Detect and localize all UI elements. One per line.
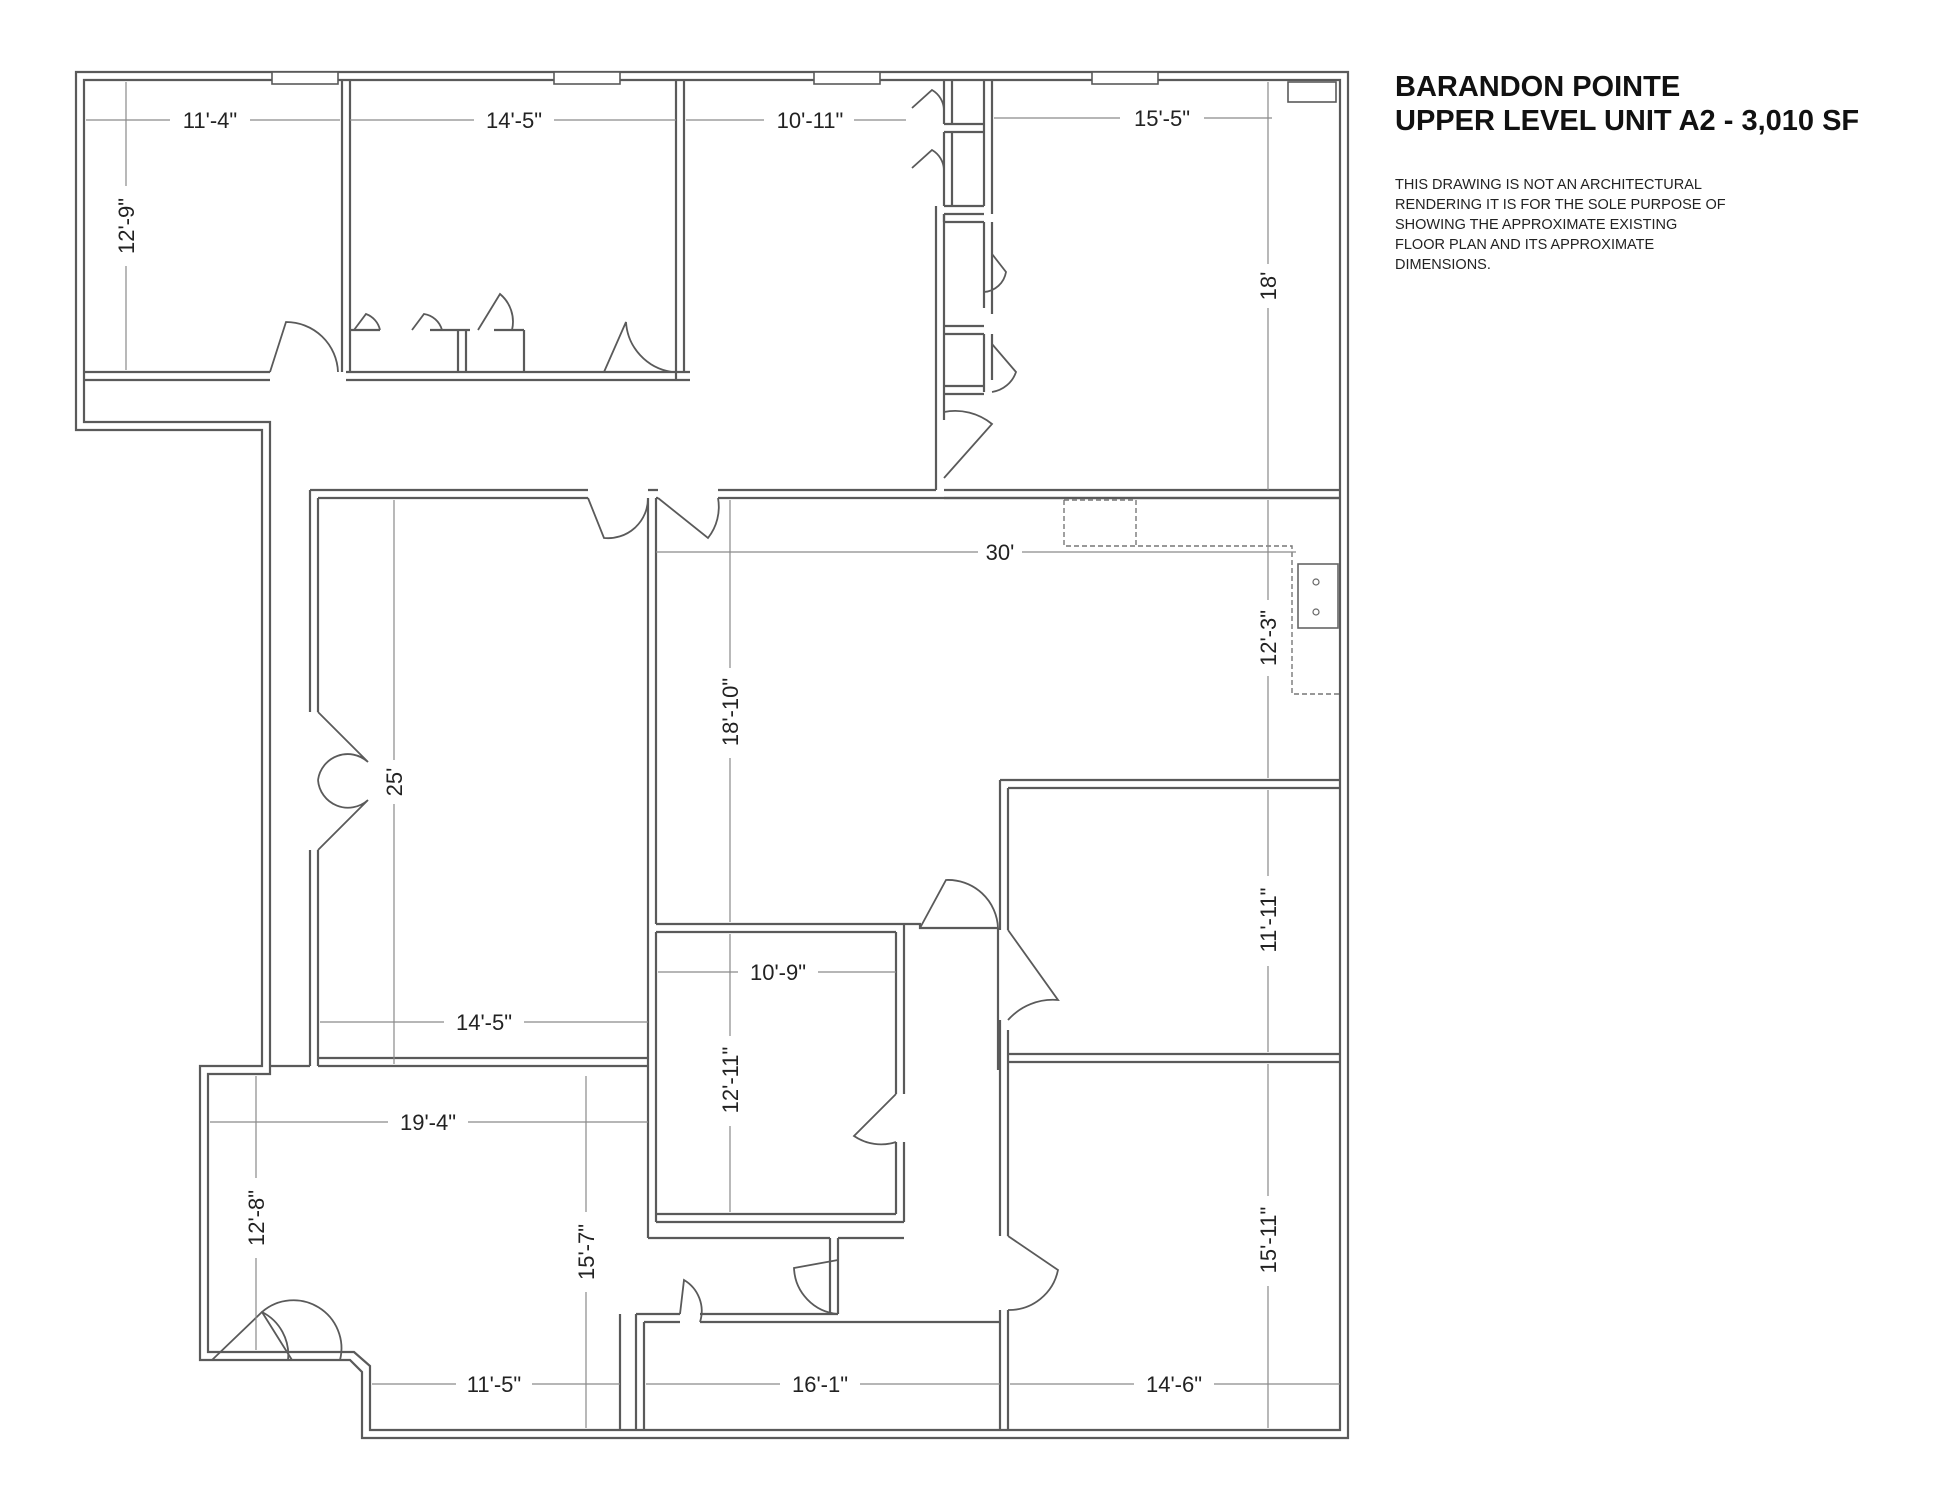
- plan-title: BARANDON POINTE UPPER LEVEL UNIT A2 - 3,…: [1395, 70, 1859, 138]
- note-line: RENDERING IT IS FOR THE SOLE PURPOSE OF: [1395, 197, 1726, 213]
- dim-kitchen-depth: 12'-3": [1256, 610, 1281, 666]
- dim-room1-width: 11'-4": [183, 108, 237, 133]
- dim-small-office-width: 10'-9": [750, 960, 806, 985]
- dim-room3-width: 10'-11": [777, 108, 844, 133]
- dim-sw-room-right-depth: 15'-7": [574, 1224, 599, 1280]
- dim-room1-depth: 12'-9": [114, 198, 139, 254]
- title-line-1: BARANDON POINTE: [1395, 71, 1681, 103]
- dimension-lines: [86, 82, 1340, 1428]
- title-line-2: UPPER LEVEL UNIT A2 - 3,010 SF: [1395, 105, 1860, 137]
- dim-east-office-depth: 11'-11": [1256, 887, 1281, 952]
- dim-room2-width: 14'-5": [486, 108, 542, 133]
- dim-west-room-depth: 25': [382, 768, 407, 797]
- sink-icon: [1297, 563, 1339, 629]
- dim-main-room-width: 30': [986, 540, 1015, 565]
- dim-ne-office-width: 15'-5": [1134, 106, 1190, 131]
- dim-se-office-width: 14'-6": [1146, 1372, 1202, 1397]
- dim-sw-bottom-width: 11'-5": [467, 1372, 521, 1397]
- note-line: SHOWING THE APPROXIMATE EXISTING: [1395, 217, 1678, 233]
- windows: [271, 71, 1337, 103]
- dim-ne-office-depth: 18': [1256, 272, 1281, 301]
- dim-south-middle-width: 16'-1": [792, 1372, 848, 1397]
- note-line: THIS DRAWING IS NOT AN ARCHITECTURAL: [1395, 177, 1702, 193]
- note-line: DIMENSIONS.: [1395, 257, 1491, 273]
- dimension-labels: 11'-4" 14'-5" 10'-11" 15'-5" 30' 14'-5" …: [112, 104, 1282, 1398]
- dim-sw-room-left-depth: 12'-8": [244, 1190, 269, 1246]
- note-line: FLOOR PLAN AND ITS APPROXIMATE: [1395, 237, 1655, 253]
- dim-west-room-width: 14'-5": [456, 1010, 512, 1035]
- dim-se-office-depth: 15'-11": [1256, 1207, 1281, 1274]
- kitchen-counter: [1063, 499, 1340, 695]
- disclaimer-note: THIS DRAWING IS NOT AN ARCHITECTURAL REN…: [1395, 175, 1815, 275]
- dim-sw-room-width: 19'-4": [400, 1110, 456, 1135]
- dim-main-room-depth: 18'-10": [718, 678, 743, 746]
- doors: [211, 88, 1060, 1361]
- dim-small-office-depth: 12'-11": [718, 1047, 743, 1114]
- walls: [74, 70, 1350, 1440]
